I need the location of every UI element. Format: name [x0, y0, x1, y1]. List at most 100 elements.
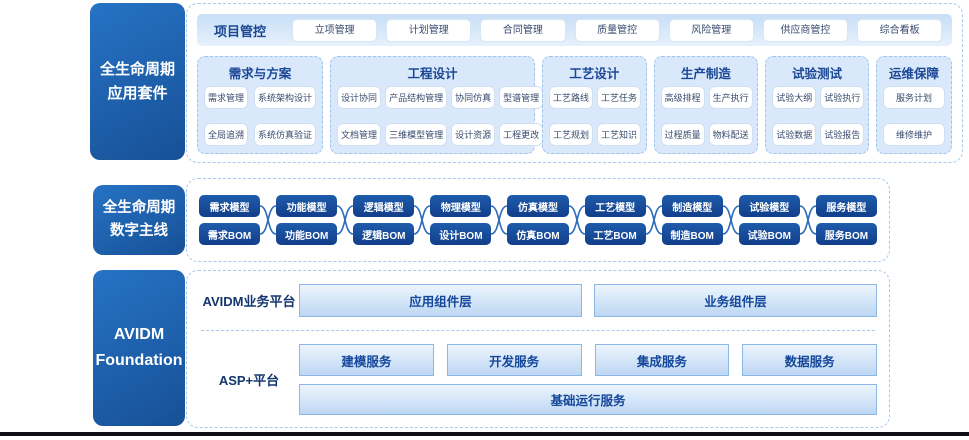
model-node: 工艺模型	[584, 195, 646, 217]
column-grid: 试验大纲试验执行试验数据试验报告	[772, 86, 865, 146]
asp-platform-bars: 建模服务开发服务集成服务数据服务 基础运行服务	[299, 344, 877, 415]
module-button: 需求管理	[204, 86, 249, 109]
asp-platform-label: ASP+平台	[218, 373, 280, 388]
chain-link-connector-icon	[337, 195, 354, 245]
module-button: 工艺规划	[549, 123, 594, 146]
suite-side-label: 全生命周期 应用套件	[90, 3, 185, 160]
thread-pair: 逻辑模型逻辑BOM	[353, 195, 415, 245]
chain-link-connector-icon	[260, 195, 277, 245]
asp-service-bar: 建模服务	[299, 344, 434, 376]
bom-node: 仿真BOM	[507, 223, 569, 245]
chain-link-connector-icon	[645, 195, 662, 245]
thread-pair: 功能模型功能BOM	[276, 195, 338, 245]
bom-node: 试验BOM	[738, 223, 800, 245]
module-button: 产品结构管理	[385, 86, 448, 109]
chain-link-connector-icon	[722, 195, 739, 245]
suite-column: 工程设计设计协同产品结构管理协同仿真型谱管理文档管理三维模型管理设计资源工程更改	[330, 56, 544, 154]
section-foundation: AVIDM Foundation AVIDM业务平台 应用组件层业务组件层 AS…	[93, 270, 890, 428]
module-button: 高级排程	[660, 86, 705, 109]
thread-pair: 试验模型试验BOM	[738, 195, 800, 245]
module-button: 工艺知识	[597, 123, 642, 146]
project-button: 供应商管控	[762, 18, 849, 42]
module-button: 系统仿真验证	[254, 123, 317, 146]
project-button: 质量管控	[574, 18, 660, 42]
bom-node: 制造BOM	[661, 223, 723, 245]
foundation-container: AVIDM业务平台 应用组件层业务组件层 ASP+平台 建模服务开发服务集成服务…	[186, 270, 890, 428]
suite-column: 工艺设计工艺路线工艺任务工艺规划工艺知识	[542, 56, 647, 154]
thread-pair: 仿真模型仿真BOM	[507, 195, 569, 245]
project-button: 计划管理	[386, 18, 472, 42]
bom-node: 需求BOM	[199, 223, 261, 245]
asp-service-bars: 建模服务开发服务集成服务数据服务	[299, 344, 877, 376]
project-button: 立项管理	[292, 18, 378, 42]
suite-columns: 需求与方案需求管理系统架构设计全局追溯系统仿真验证工程设计设计协同产品结构管理协…	[197, 56, 953, 154]
asp-service-bar: 数据服务	[742, 344, 877, 376]
section-application-suite: 全生命周期 应用套件 项目管控 立项管理计划管理合同管理质量管控风险管理供应商管…	[90, 3, 964, 163]
module-button: 试验大纲	[772, 86, 817, 109]
bom-node: 功能BOM	[276, 223, 338, 245]
platform-divider	[201, 330, 875, 331]
chain-link-connector-icon	[799, 195, 816, 245]
column-title: 工艺设计	[569, 67, 620, 81]
suite-container: 项目管控 立项管理计划管理合同管理质量管控风险管理供应商管控综合看板 需求与方案…	[186, 3, 964, 163]
bom-node: 设计BOM	[430, 223, 492, 245]
module-button: 系统架构设计	[254, 86, 317, 109]
foundation-side-label-line2: Foundation	[95, 352, 183, 369]
thread-pair: 需求模型需求BOM	[199, 195, 261, 245]
foundation-side-label-line1: AVIDM	[113, 326, 165, 344]
project-control-row: 项目管控 立项管理计划管理合同管理质量管控风险管理供应商管控综合看板	[197, 14, 953, 46]
chain-link-connector-icon	[568, 195, 585, 245]
module-button: 型谱管理	[499, 86, 544, 109]
business-platform-label: AVIDM业务平台	[202, 294, 296, 309]
suite-column: 试验测试试验大纲试验执行试验数据试验报告	[765, 56, 869, 154]
column-title: 生产制造	[680, 67, 731, 81]
column-title: 试验测试	[792, 67, 843, 81]
module-button: 设计协同	[337, 86, 382, 109]
column-grid: 高级排程生产执行过程质量物料配送	[660, 86, 753, 146]
module-button: 协同仿真	[451, 86, 496, 109]
business-platform-bars: 应用组件层业务组件层	[299, 284, 877, 317]
column-grid: 服务计划维修维护	[882, 86, 946, 146]
suite-column: 生产制造高级排程生产执行过程质量物料配送	[653, 56, 759, 154]
module-button: 试验数据	[772, 123, 817, 146]
module-button: 过程质量	[660, 123, 705, 146]
column-title: 需求与方案	[228, 67, 292, 81]
column-grid: 工艺路线工艺任务工艺规划工艺知识	[549, 86, 642, 146]
project-button: 风险管理	[668, 18, 754, 42]
suite-side-label-line2: 应用套件	[107, 84, 168, 102]
model-node: 逻辑模型	[353, 195, 415, 217]
module-button: 生产执行	[708, 86, 753, 109]
module-button: 全局追溯	[204, 123, 249, 146]
chain-link-connector-icon	[414, 195, 431, 245]
model-node: 功能模型	[276, 195, 338, 217]
module-button: 工艺任务	[597, 86, 642, 109]
module-button: 三维模型管理	[385, 123, 448, 146]
component-layer-bar: 应用组件层	[299, 284, 582, 317]
suite-column: 运维保障服务计划维修维护	[875, 56, 953, 154]
model-node: 试验模型	[738, 195, 800, 217]
bom-node: 工艺BOM	[584, 223, 646, 245]
thread-side-label-line2: 数字主线	[110, 223, 168, 239]
module-button: 试验报告	[820, 123, 865, 146]
suite-column: 需求与方案需求管理系统架构设计全局追溯系统仿真验证	[197, 56, 324, 154]
suite-side-label-line1: 全生命周期	[99, 61, 175, 79]
foundation-side-label: AVIDM Foundation	[93, 270, 185, 426]
module-button: 工艺路线	[549, 86, 594, 109]
base-runtime-service-bar: 基础运行服务	[299, 384, 877, 415]
asp-service-bar: 开发服务	[446, 344, 582, 376]
thread-pair: 服务模型服务BOM	[815, 195, 877, 245]
asp-platform-row: ASP+平台 建模服务开发服务集成服务数据服务 基础运行服务	[199, 344, 877, 415]
component-layer-bar: 业务组件层	[594, 284, 877, 317]
model-node: 服务模型	[815, 195, 877, 217]
module-button: 维修维护	[882, 123, 946, 146]
bom-node: 逻辑BOM	[353, 223, 415, 245]
module-button: 服务计划	[882, 86, 946, 109]
module-button: 文档管理	[337, 123, 382, 146]
model-node: 制造模型	[661, 195, 723, 217]
bom-node: 服务BOM	[815, 223, 877, 245]
column-title: 运维保障	[889, 67, 940, 81]
business-platform-row: AVIDM业务平台 应用组件层业务组件层	[199, 284, 877, 317]
project-button: 合同管理	[480, 18, 566, 42]
column-grid: 需求管理系统架构设计全局追溯系统仿真验证	[204, 86, 317, 146]
